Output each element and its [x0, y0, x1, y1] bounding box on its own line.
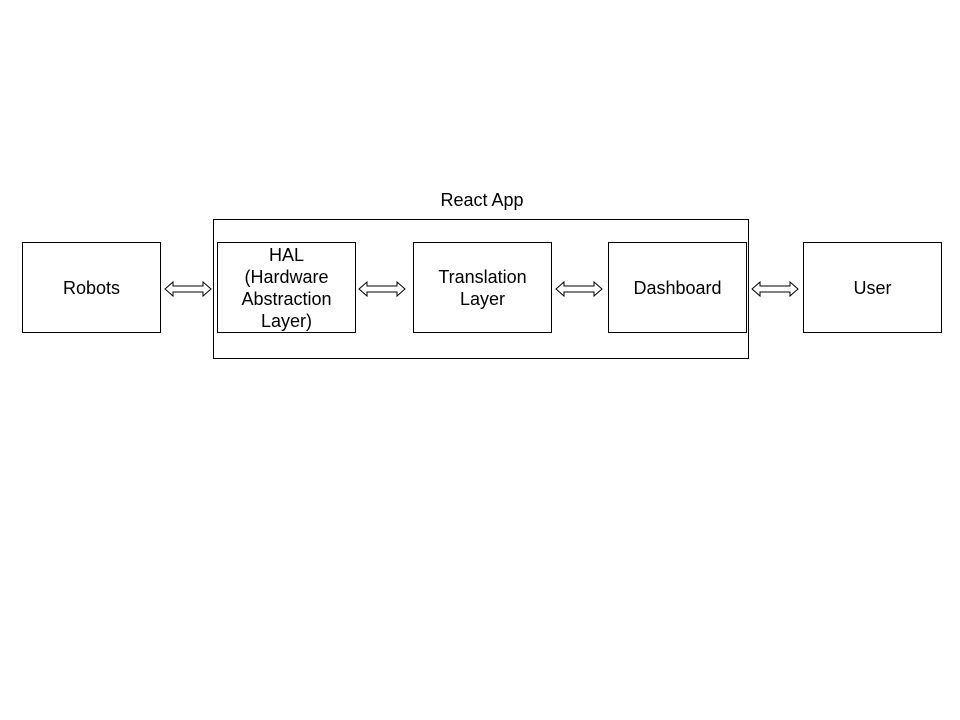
react-app-label: React App [440, 190, 524, 210]
user-node: User [803, 242, 942, 333]
user-node-label: User [853, 277, 892, 298]
hal-translation-double-arrow-icon [358, 280, 406, 298]
translation-layer-node-label: Translation Layer [438, 266, 527, 309]
translation-dashboard-double-arrow-icon [555, 280, 603, 298]
translation-layer-node: Translation Layer [413, 242, 552, 333]
robots-node-label: Robots [62, 277, 121, 298]
robots-node: Robots [22, 242, 161, 333]
hal-node: HAL (Hardware Abstraction Layer) [217, 242, 356, 333]
robots-hal-double-arrow-icon [164, 280, 212, 298]
dashboard-node-label: Dashboard [633, 277, 722, 298]
dashboard-user-double-arrow-icon [751, 280, 799, 298]
dashboard-node: Dashboard [608, 242, 747, 333]
react-app-container [213, 219, 749, 359]
hal-node-label: HAL (Hardware Abstraction Layer) [241, 244, 332, 331]
